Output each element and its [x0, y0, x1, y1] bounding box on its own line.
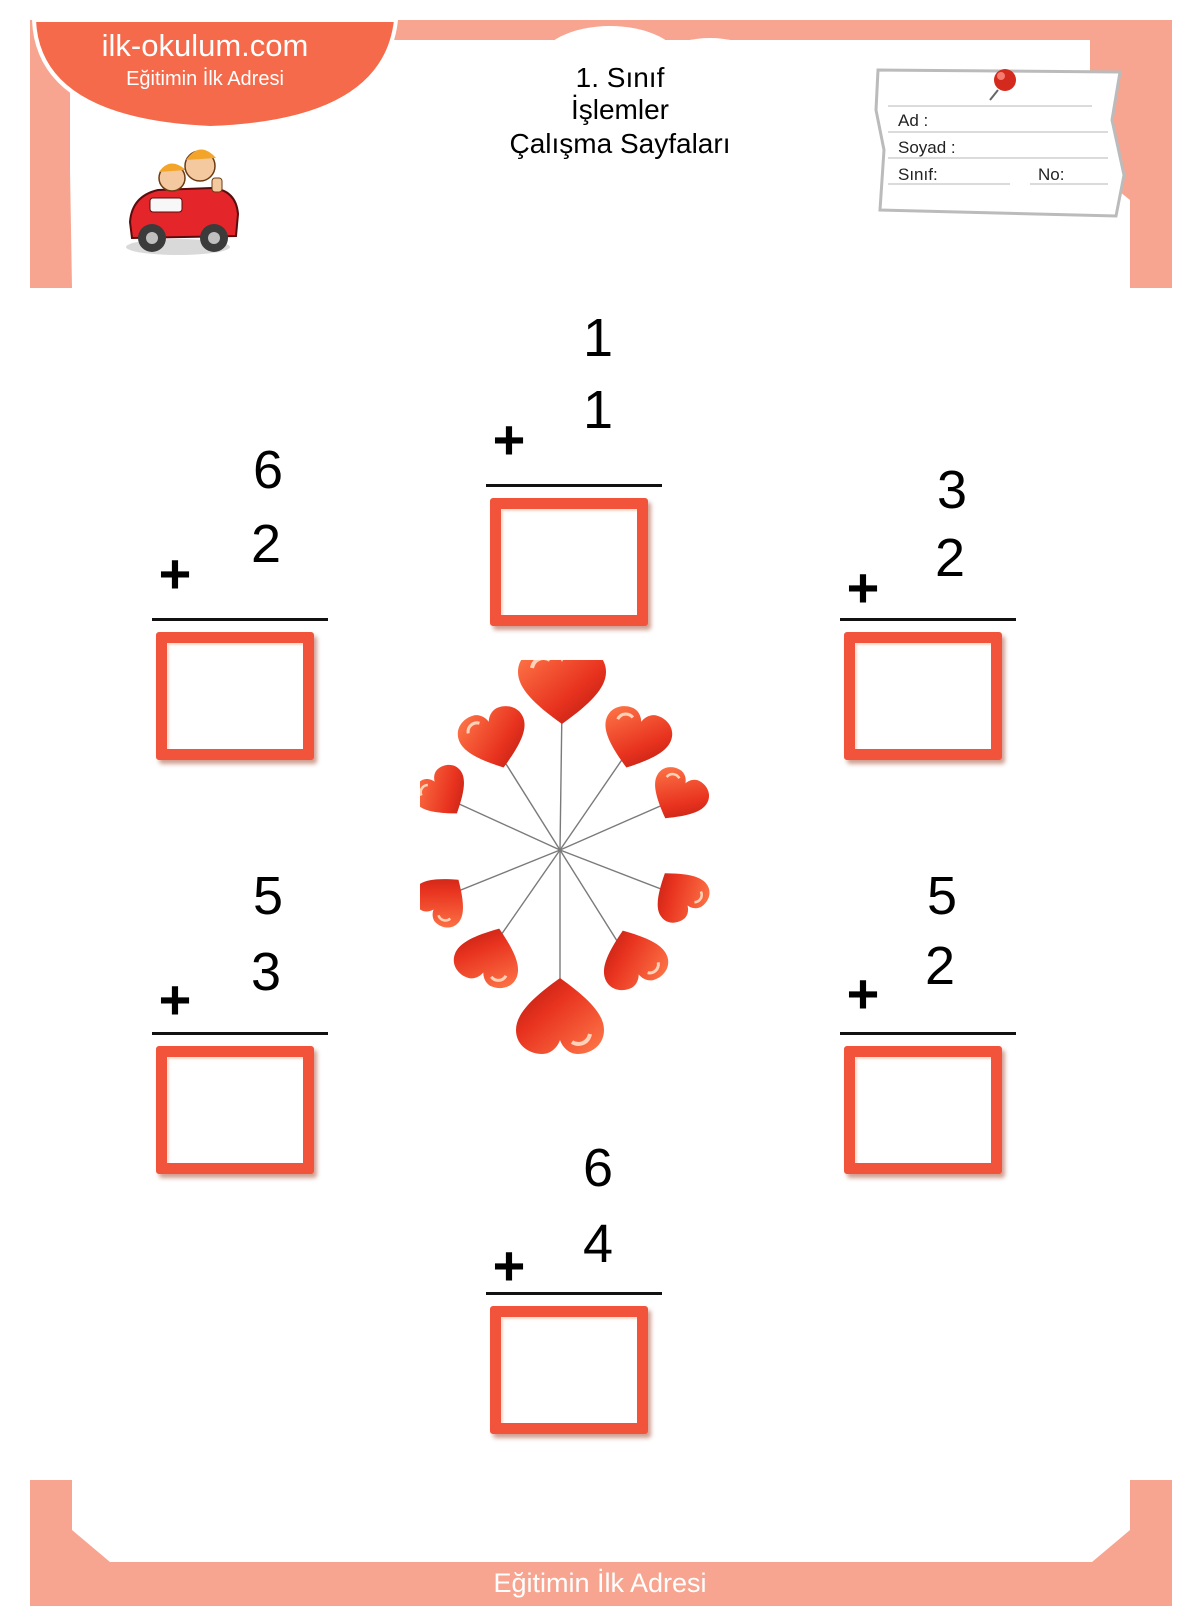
- sum-line: [486, 484, 662, 487]
- plus-sign: +: [158, 542, 192, 605]
- worksheet-title-grade: 1. Sınıf: [575, 62, 665, 93]
- addend-top: 6: [582, 1138, 614, 1198]
- sum-line: [152, 1032, 328, 1035]
- answer-box[interactable]: [844, 1046, 1002, 1174]
- title-cloud: [261, 26, 792, 228]
- addition-problem: 5 2 +: [838, 866, 1038, 1174]
- addition-problem: 6 2 +: [150, 440, 350, 760]
- footer-frame: [30, 1480, 1172, 1606]
- answer-box[interactable]: [844, 632, 1002, 760]
- number-label: No:: [1038, 165, 1065, 184]
- logo-tagline: Eğitimin İlk Adresi: [126, 68, 284, 90]
- plus-sign: +: [846, 962, 880, 1025]
- surname-label: Soyad :: [898, 138, 956, 157]
- logo-site-name: ilk-okulum.com: [101, 28, 309, 63]
- answer-box[interactable]: [490, 498, 648, 626]
- worksheet-title-topic: İşlemler: [570, 94, 669, 125]
- sum-line: [840, 1032, 1016, 1035]
- addend-top: 5: [252, 866, 284, 926]
- footer-site-name: ilk-okulum.com: [446, 1519, 754, 1571]
- addend-top: 3: [936, 460, 968, 520]
- addend-bottom: 1: [582, 380, 614, 440]
- addition-problem: 3 2 +: [838, 460, 1038, 760]
- plus-sign: +: [492, 1234, 526, 1297]
- addition-problem: 1 1 +: [484, 308, 684, 626]
- addend-top: 1: [582, 308, 614, 368]
- heart-wheel-decoration: [420, 660, 716, 1080]
- addend-top: 6: [252, 440, 284, 500]
- addend-bottom: 2: [924, 936, 956, 996]
- addend-top: 5: [926, 866, 958, 926]
- addition-problem: 5 3 +: [150, 866, 350, 1174]
- answer-box[interactable]: [156, 1046, 314, 1174]
- worksheet-title-pages: Çalışma Sayfaları: [509, 128, 731, 159]
- logo-oval: [31, 18, 399, 131]
- name-label: Ad :: [898, 111, 929, 130]
- sum-line: [486, 1292, 662, 1295]
- sum-line: [840, 618, 1016, 621]
- plus-sign: +: [846, 556, 880, 619]
- header-frame: [30, 18, 1172, 288]
- class-label: Sınıf:: [898, 165, 938, 184]
- sum-line: [152, 618, 328, 621]
- addend-bottom: 2: [934, 528, 966, 588]
- addend-bottom: 3: [250, 942, 282, 1002]
- car-illustration: [126, 149, 240, 255]
- answer-box[interactable]: [156, 632, 314, 760]
- name-card: [874, 68, 1126, 218]
- pushpin-icon: [994, 69, 1016, 91]
- addend-bottom: 2: [250, 514, 282, 574]
- plus-sign: +: [158, 968, 192, 1031]
- addend-bottom: 4: [582, 1214, 614, 1274]
- answer-box[interactable]: [490, 1306, 648, 1434]
- addition-problem: 6 4 +: [484, 1138, 684, 1438]
- plus-sign: +: [492, 408, 526, 471]
- footer-tagline: Eğitimin İlk Adresi: [493, 1568, 707, 1598]
